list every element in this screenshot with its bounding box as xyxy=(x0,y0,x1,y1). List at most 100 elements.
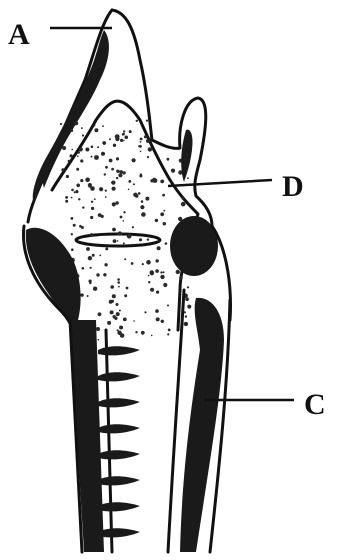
speckle-dot xyxy=(160,180,164,184)
speckle-dot xyxy=(91,207,94,210)
speckle-dot xyxy=(147,238,149,240)
speckle-dot xyxy=(123,220,125,222)
speckle-dot xyxy=(96,273,99,276)
speckle-dot xyxy=(102,125,104,127)
speckle-dot xyxy=(181,197,184,200)
speckle-dot xyxy=(120,139,123,142)
speckle-dot xyxy=(176,270,180,274)
speckle-dot xyxy=(157,246,161,250)
speckle-dot xyxy=(123,211,125,213)
speckle-dot xyxy=(145,197,149,201)
speckle-dot xyxy=(114,317,117,320)
speckle-dot xyxy=(127,234,132,239)
label-a: A xyxy=(8,18,30,51)
speckle-dot xyxy=(160,212,164,216)
speckle-dot xyxy=(113,239,117,243)
speckle-dot xyxy=(103,273,106,276)
speckle-dot xyxy=(85,148,89,152)
speckle-dot xyxy=(75,190,78,193)
speckle-dot xyxy=(104,263,107,266)
speckle-dot xyxy=(150,288,154,292)
speckle-dot xyxy=(144,311,146,313)
tracheal-ring xyxy=(98,424,140,433)
speckle-dot xyxy=(94,198,96,200)
speckle-dot xyxy=(118,173,122,177)
speckle-dot xyxy=(126,287,129,290)
tracheal-ring xyxy=(98,476,140,485)
speckle-dot xyxy=(128,189,130,191)
trachea xyxy=(70,320,140,552)
speckle-dot xyxy=(167,305,169,307)
speckle-dot xyxy=(139,145,142,148)
tracheal-ring xyxy=(98,398,140,407)
speckle-dot xyxy=(132,158,136,162)
speckle-dot xyxy=(162,194,165,197)
speckle-dot xyxy=(160,271,162,273)
speckle-dot xyxy=(120,333,125,338)
speckle-dot xyxy=(163,283,167,287)
speckle-dot xyxy=(163,222,166,225)
speckle-dot xyxy=(113,144,116,147)
speckle-dot xyxy=(79,147,83,151)
speckle-dot xyxy=(118,286,120,288)
speckle-dot xyxy=(151,335,153,337)
speckle-dot xyxy=(107,321,111,325)
speckle-dot xyxy=(167,333,169,335)
speckle-dot xyxy=(152,178,157,183)
speckle-dot xyxy=(140,151,142,153)
speckle-dot xyxy=(74,191,76,193)
speckle-dot xyxy=(123,318,127,322)
speckle-dot xyxy=(141,200,144,203)
speckle-dot xyxy=(71,233,73,235)
speckle-dot xyxy=(82,206,84,208)
speckle-dot xyxy=(122,134,124,136)
speckle-dot xyxy=(184,322,188,326)
leader-line-d xyxy=(168,180,272,186)
speckle-dot xyxy=(116,303,119,306)
speckle-dot xyxy=(99,187,103,191)
speckle-dot xyxy=(163,210,165,212)
tracheal-ring xyxy=(98,346,140,355)
speckle-dot xyxy=(71,189,74,192)
speckle-dot xyxy=(93,124,95,126)
speckle-dot xyxy=(94,128,98,132)
speckle-dot xyxy=(155,269,159,273)
speckle-dot xyxy=(98,339,100,341)
speckle-dot xyxy=(187,305,191,309)
speckle-dot xyxy=(119,310,121,312)
speckle-dot xyxy=(120,216,123,219)
speckle-dot xyxy=(156,259,159,262)
speckle-dot xyxy=(92,254,95,257)
epiglottis xyxy=(28,10,212,226)
arytenoid-process xyxy=(181,130,192,182)
speckle-dot xyxy=(90,233,93,236)
speckle-dot xyxy=(105,247,108,250)
speckle-dot xyxy=(77,151,80,154)
speckle-dot xyxy=(147,156,149,158)
speckle-dot xyxy=(135,331,137,333)
speckle-dot xyxy=(136,120,138,122)
speckle-dot xyxy=(139,238,142,241)
speckle-dot xyxy=(146,120,148,122)
speckle-dot xyxy=(123,130,125,132)
speckle-dot xyxy=(111,300,114,303)
speckle-dot xyxy=(98,312,102,316)
speckle-dot xyxy=(77,155,79,157)
speckle-dot xyxy=(138,192,141,195)
speckle-dot xyxy=(168,329,171,332)
speckle-dot xyxy=(65,200,68,203)
speckle-dot xyxy=(74,121,78,125)
speckle-dot xyxy=(66,175,69,178)
tracheal-rings xyxy=(98,346,140,537)
speckle-dot xyxy=(155,219,158,222)
speckle-dot xyxy=(124,258,126,260)
speckle-dot xyxy=(90,186,95,191)
speckle-dot xyxy=(91,201,93,203)
speckle-dot xyxy=(71,197,73,199)
tracheal-ring xyxy=(98,502,140,511)
speckle-dot xyxy=(150,270,155,275)
speckle-dot xyxy=(125,136,129,140)
speckle-dot xyxy=(102,141,106,145)
speckle-dot xyxy=(148,147,152,151)
